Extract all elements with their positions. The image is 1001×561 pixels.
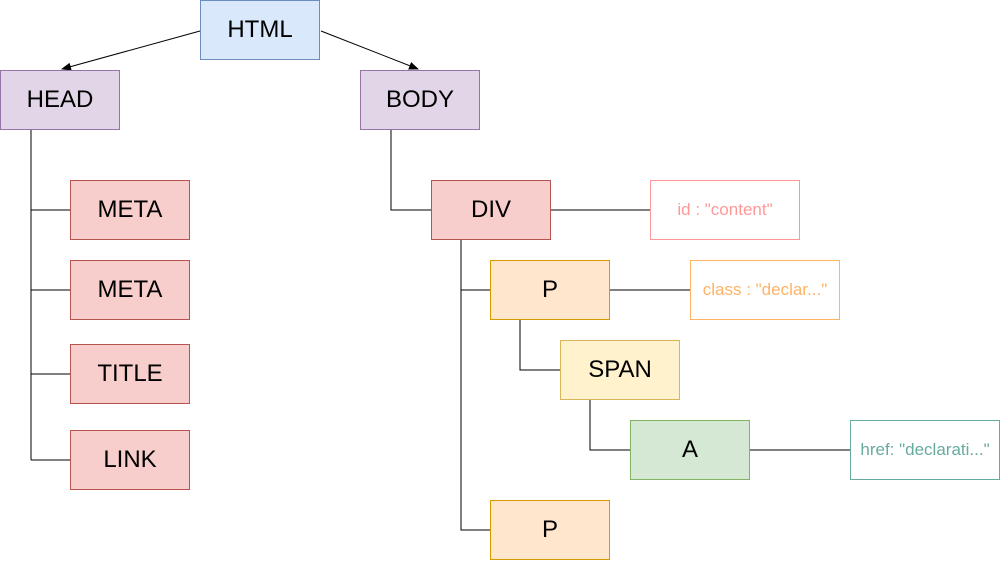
a-href-attribute: href: "declarati..." bbox=[850, 420, 1000, 480]
head-node: HEAD bbox=[0, 70, 120, 130]
meta-node-1: META bbox=[70, 180, 190, 240]
div-id-attribute: id : "content" bbox=[650, 180, 800, 240]
edge-html-head bbox=[61, 30, 201, 71]
link-node: LINK bbox=[70, 430, 190, 490]
meta-node-2: META bbox=[70, 260, 190, 320]
body-node: BODY bbox=[360, 70, 480, 130]
edge-body-div bbox=[390, 130, 431, 211]
edge-html-body bbox=[320, 30, 419, 70]
edge-div-children bbox=[460, 240, 490, 531]
edge-p-span bbox=[519, 320, 560, 371]
a-node: A bbox=[630, 420, 750, 480]
span-node: SPAN bbox=[560, 340, 680, 400]
p-node-1: P bbox=[490, 260, 610, 320]
edge-span-a bbox=[589, 400, 630, 451]
html-node: HTML bbox=[200, 0, 320, 60]
edge-head-children bbox=[30, 130, 70, 461]
div-node: DIV bbox=[431, 180, 551, 240]
p-node-2: P bbox=[490, 500, 610, 560]
p-class-attribute: class : "declar..." bbox=[690, 260, 840, 320]
title-node: TITLE bbox=[70, 344, 190, 404]
